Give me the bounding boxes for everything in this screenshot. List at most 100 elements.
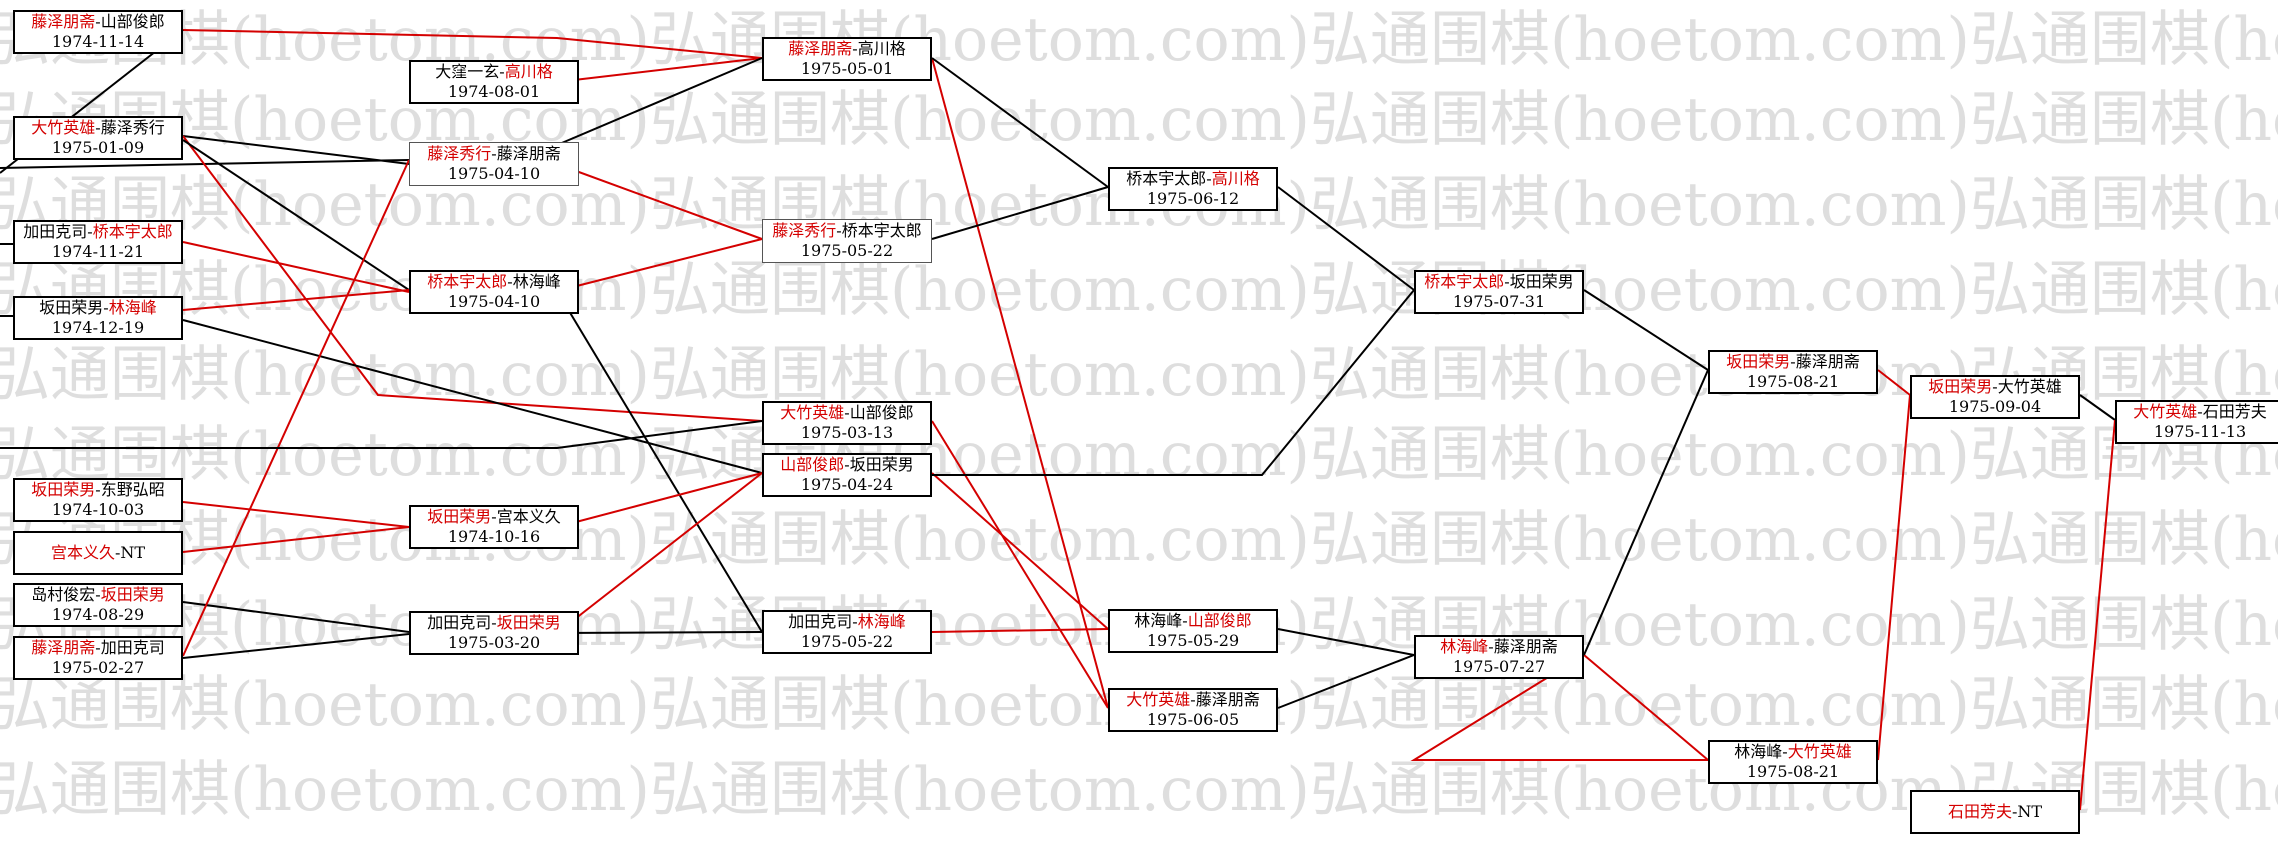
connector-line [182,601,410,633]
connector-line [182,135,763,422]
players: 宫本义久-NT [50,543,146,562]
players: 藤泽朋斋-高川格 [788,39,906,58]
game-box[interactable]: 石田芳夫-NT [1910,790,2080,834]
game-box[interactable]: 坂田荣男-东野弘昭 1974-10-03 [13,478,183,522]
game-date: 1975-05-29 [1146,631,1240,650]
game-date: 1975-02-27 [51,658,145,677]
game-date: 1975-05-01 [800,59,894,78]
player-2: 林海峰 [108,298,157,317]
game-date: 1974-10-03 [51,500,145,519]
player-2: 大竹英雄 [1997,377,2062,396]
connector-line [931,57,1109,188]
game-box[interactable]: 加田克司-林海峰 1975-05-22 [762,610,932,654]
player-1: 坂田荣男 [427,507,492,526]
connector-line [1410,654,1708,761]
game-date: 1975-06-12 [1146,189,1240,208]
player-1: 加田克司 [788,612,853,631]
game-box[interactable]: 藤泽朋斋-山部俊郎 1974-11-14 [13,10,183,54]
game-box[interactable]: 宫本义久-NT [13,531,183,575]
players: 坂田荣男-宫本义久 [427,507,561,526]
player-1: 石田芳夫 [1947,802,2012,821]
connector-line [0,420,763,449]
game-date: 1974-11-21 [51,242,145,261]
player-1: 藤泽朋斋 [31,12,96,31]
player-1: 岛村俊宏 [31,585,96,604]
player-2: 山部俊郎 [100,12,165,31]
game-date: 1975-09-04 [1948,397,2042,416]
game-date: 1975-05-22 [800,241,894,260]
connector-line [931,420,1109,709]
players: 加田克司-林海峰 [788,612,906,631]
game-box[interactable]: 林海峰-山部俊郎 1975-05-29 [1108,609,1278,653]
player-1: 山部俊郎 [780,455,845,474]
game-date: 1974-11-14 [51,32,145,51]
connector-line [931,57,1109,709]
connector-line [2079,394,2116,421]
player-2: 藤泽秀行 [100,118,165,137]
game-box[interactable]: 藤泽朋斋-加田克司 1975-02-27 [13,636,183,680]
players: 大竹英雄-藤泽朋斋 [1126,690,1260,709]
players: 藤泽秀行-桥本宇太郎 [772,221,922,240]
players: 桥本宇太郎-林海峰 [427,272,561,291]
player-1: 林海峰 [1134,611,1183,630]
players: 坂田荣男-东野弘昭 [31,480,165,499]
game-box[interactable]: 桥本宇太郎-坂田荣男 1975-07-31 [1414,270,1584,314]
game-box[interactable]: 大竹英雄-石田芳夫 1975-11-13 [2115,400,2278,444]
player-1: 大竹英雄 [780,403,845,422]
game-date: 1975-08-21 [1746,762,1840,781]
players: 石田芳夫-NT [1947,802,2043,821]
game-box[interactable]: 大窪一玄-高川格 1974-08-01 [409,60,579,104]
players: 林海峰-藤泽朋斋 [1440,637,1558,656]
player-2: 东野弘昭 [100,480,165,499]
connector-line [1583,654,1709,761]
connector-line [182,319,763,474]
player-2: 大竹英雄 [1787,742,1852,761]
connector-line [556,238,763,292]
connector-line [932,289,1415,476]
game-box[interactable]: 大竹英雄-山部俊郎 1975-03-13 [762,401,932,445]
game-box[interactable]: 桥本宇太郎-林海峰 1975-04-10 [409,270,579,314]
connector-line [2079,419,2116,811]
game-box[interactable]: 大竹英雄-藤泽秀行 1975-01-09 [13,116,183,160]
game-box[interactable]: 林海峰-大竹英雄 1975-08-21 [1708,740,1878,784]
player-1: 桥本宇太郎 [1424,272,1505,291]
game-box[interactable]: 大竹英雄-藤泽朋斋 1975-06-05 [1108,688,1278,732]
game-box[interactable]: 坂田荣男-大竹英雄 1975-09-04 [1910,375,2080,419]
game-box[interactable]: 加田克司-坂田荣男 1975-03-20 [409,611,579,655]
game-box[interactable]: 岛村俊宏-坂田荣男 1974-08-29 [13,583,183,627]
game-date: 1974-08-01 [447,82,541,101]
game-box[interactable]: 藤泽秀行-藤泽朋斋 1975-04-10 [409,142,579,186]
player-1: 大窪一玄 [435,62,500,81]
players: 林海峰-山部俊郎 [1134,611,1252,630]
game-box[interactable]: 桥本宇太郎-高川格 1975-06-12 [1108,167,1278,211]
players: 藤泽朋斋-山部俊郎 [31,12,165,31]
game-date: 1975-11-13 [2153,422,2247,441]
player-2: 高川格 [504,62,553,81]
game-box[interactable]: 藤泽秀行-桥本宇太郎 1975-05-22 [762,219,932,263]
game-box[interactable]: 加田克司-桥本宇太郎 1974-11-21 [13,220,183,264]
game-box[interactable]: 坂田荣男-林海峰 1974-12-19 [13,296,183,340]
game-box[interactable]: 坂田荣男-宫本义久 1974-10-16 [409,505,579,549]
player-2: 高川格 [1211,169,1260,188]
player-1: 大竹英雄 [2133,402,2198,421]
connector-line [182,139,410,291]
game-date: 1975-07-27 [1452,657,1546,676]
connector-line [931,628,1109,633]
players: 山部俊郎-坂田荣男 [780,455,914,474]
player-2: 石田芳夫 [2202,402,2267,421]
player-2: 藤泽朋斋 [496,144,561,163]
player-2: 坂田荣男 [1509,272,1574,291]
player-2: NT [120,543,146,562]
player-2: NT [2017,802,2043,821]
game-box[interactable]: 山部俊郎-坂田荣男 1975-04-24 [762,453,932,497]
connector-line [182,159,410,657]
connector-line [931,186,1109,240]
game-box[interactable]: 藤泽朋斋-高川格 1975-05-01 [762,37,932,81]
game-box[interactable]: 坂田荣男-藤泽朋斋 1975-08-21 [1708,350,1878,394]
player-2: 桥本宇太郎 [92,222,173,241]
player-1: 藤泽朋斋 [788,39,853,58]
game-box[interactable]: 林海峰-藤泽朋斋 1975-07-27 [1414,635,1584,679]
players: 大竹英雄-石田芳夫 [2133,402,2267,421]
players: 加田克司-坂田荣男 [427,613,561,632]
game-date: 1975-08-21 [1746,372,1840,391]
